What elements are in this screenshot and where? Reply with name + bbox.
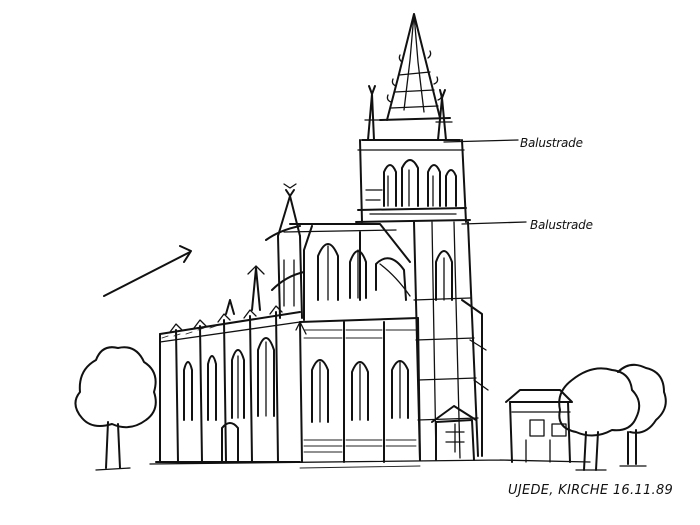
tree-right	[558, 363, 667, 471]
annotation-leaders	[443, 139, 527, 225]
tower-lower	[413, 221, 489, 461]
ground-line	[149, 459, 591, 469]
tree-left	[74, 346, 157, 471]
annotation-lower: Balustrade	[530, 218, 593, 232]
apse	[265, 223, 421, 463]
annotation-upper: Balustrade	[520, 136, 583, 150]
direction-arrow	[103, 245, 192, 297]
spire	[364, 13, 453, 141]
stair-turret	[277, 183, 303, 319]
nave	[155, 265, 301, 463]
artist-signature: UJEDE, KIRCHE 16.11.89	[508, 483, 673, 498]
tower-belfry	[355, 139, 471, 223]
small-house	[505, 389, 573, 463]
